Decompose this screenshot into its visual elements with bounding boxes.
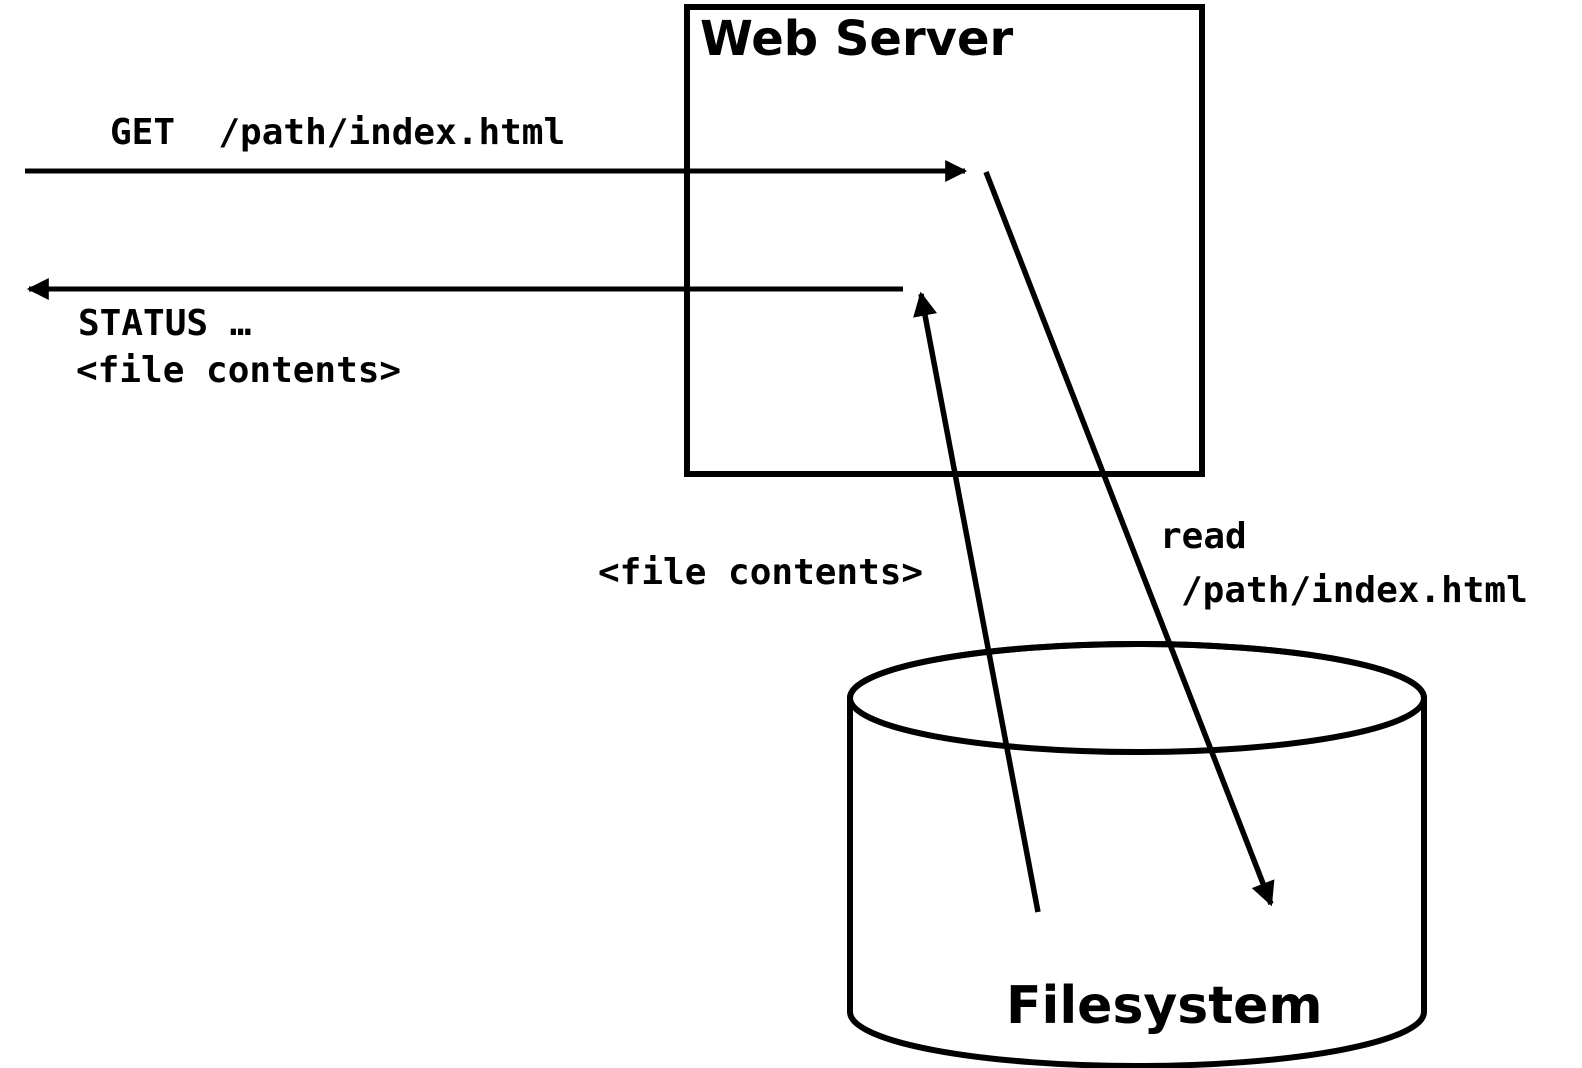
read-file-arrow [983, 171, 1275, 907]
filesystem-cylinder-top-rim [847, 641, 1427, 755]
read-path-label: /path/index.html [1181, 570, 1528, 611]
filesystem-file-contents-label: <file contents> [598, 552, 924, 593]
filesystem-cylinder [847, 641, 1427, 1068]
status-response-label: STATUS … [78, 303, 252, 344]
file-contents-arrow [913, 291, 1041, 913]
web-server-title: Web Server [700, 11, 1014, 67]
response-file-contents-label: <file contents> [76, 350, 402, 391]
read-action-label: read [1160, 516, 1247, 557]
filesystem-title: Filesystem [1006, 976, 1323, 1036]
get-request-label: GET /path/index.html [110, 112, 566, 153]
web-server-box [684, 4, 1205, 477]
